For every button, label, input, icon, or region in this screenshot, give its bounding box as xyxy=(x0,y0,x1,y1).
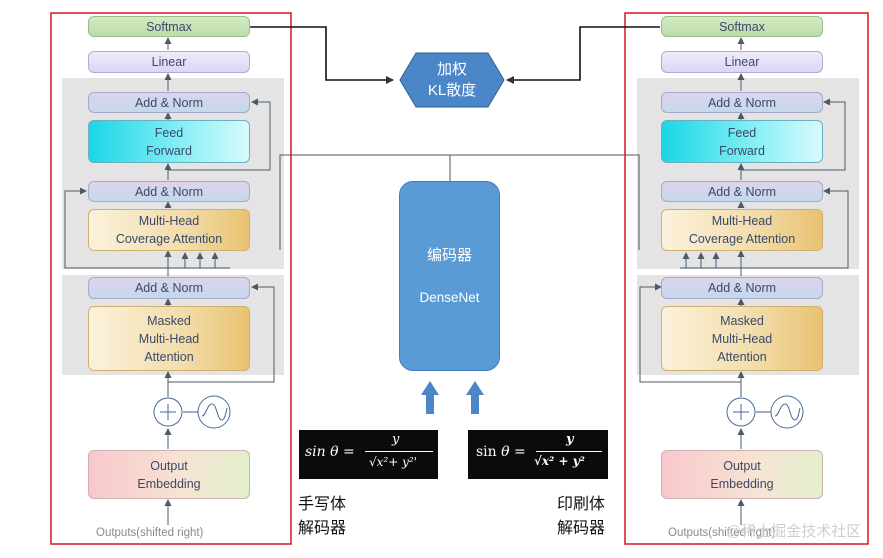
printed-formula-lhs: sin θ = xyxy=(476,444,526,460)
left-softmax-box: Softmax xyxy=(88,16,250,37)
right-add-norm-middle: Add & Norm xyxy=(661,181,823,202)
left-linear-box: Linear xyxy=(88,51,250,73)
left-decoder-panel xyxy=(50,12,292,545)
right-add-norm-top: Add & Norm xyxy=(661,92,823,113)
arrow-up-icon xyxy=(421,381,484,414)
encoder-title: 编码器 xyxy=(426,247,472,264)
printed-formula-fraction-bar xyxy=(536,451,602,452)
right-add-norm-bottom: Add & Norm xyxy=(661,277,823,299)
handwritten-formula-numerator: y xyxy=(392,432,400,447)
right-linear-box: Linear xyxy=(661,51,823,73)
right-softmax-box: Softmax xyxy=(661,16,823,37)
right-decoder-panel xyxy=(624,12,869,545)
handwritten-formula-fraction-bar xyxy=(365,451,433,452)
positional-encoding-icon xyxy=(153,395,804,429)
right-feed-forward-box: Feed Forward xyxy=(661,120,823,163)
printed-formula-image: sin θ = y √x² + y² xyxy=(468,430,608,479)
fusion-hexagon xyxy=(399,52,505,108)
handwritten-decoder-caption: 手写体 解码器 xyxy=(298,496,347,537)
handwritten-formula-lhs: sin θ = xyxy=(305,444,355,460)
right-masked-attention-box: Masked Multi-Head Attention xyxy=(661,306,823,371)
right-outputs-label: Outputs(shifted right) xyxy=(668,527,776,539)
left-add-norm-top: Add & Norm xyxy=(88,92,250,113)
left-output-embedding-box: Output Embedding xyxy=(88,450,250,499)
left-add-norm-bottom: Add & Norm xyxy=(88,277,250,299)
left-outputs-label: Outputs(shifted right) xyxy=(96,527,204,539)
left-masked-attention-box: Masked Multi-Head Attention xyxy=(88,306,250,371)
right-coverage-attention-box: Multi-Head Coverage Attention xyxy=(661,209,823,251)
left-add-norm-middle: Add & Norm xyxy=(88,181,250,202)
encoder-box: 编码器 DenseNet xyxy=(399,181,500,371)
fusion-label: 加权 KL散度 xyxy=(427,61,477,99)
printed-decoder-caption: 印刷体 解码器 xyxy=(557,496,606,537)
right-output-embedding-box: Output Embedding xyxy=(661,450,823,499)
watermark: @稀土掘金技术社区 xyxy=(726,523,862,540)
left-feed-forward-box: Feed Forward xyxy=(88,120,250,163)
printed-formula-numerator: y xyxy=(566,432,574,447)
printed-formula-denominator: √x² + y² xyxy=(534,454,585,468)
handwritten-formula-denominator: √x²+ y²' xyxy=(369,455,417,469)
handwritten-formula-image: sin θ = y √x²+ y²' xyxy=(299,430,438,479)
encoder-name: DenseNet xyxy=(419,290,480,305)
left-coverage-attention-box: Multi-Head Coverage Attention xyxy=(88,209,250,251)
